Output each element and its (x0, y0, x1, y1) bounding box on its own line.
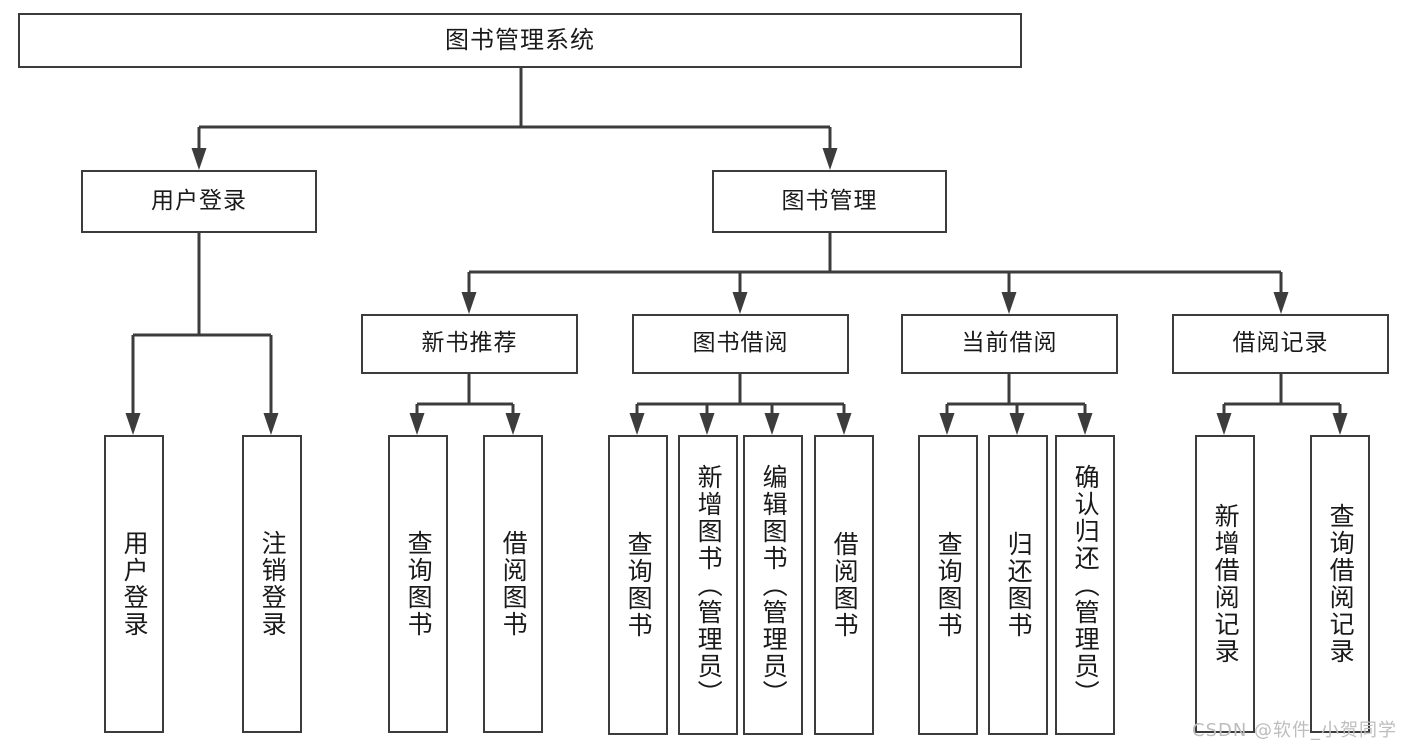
node-label-newbook: 新书推荐 (421, 330, 518, 357)
node-label-leaf-query-book-1: 查询图书 (404, 530, 434, 638)
node-label-leaf-add-book: 新增图书（管理员） (694, 463, 724, 707)
arrow-to-records-head (1273, 292, 1289, 314)
arrow-to-query-book-2-head (629, 413, 645, 435)
arrow-to-edit-book-head (764, 413, 780, 435)
node-label-leaf-confirm-return: 确认归还（管理员） (1071, 463, 1101, 707)
arrow-to-query-book-3-head (939, 413, 955, 435)
node-leaf-query-book-2[interactable]: 查询图书 (608, 435, 668, 735)
node-leaf-user-login[interactable]: 用户登录 (104, 435, 164, 733)
node-label-root: 图书管理系统 (445, 26, 595, 55)
node-label-login: 用户登录 (151, 187, 247, 214)
node-leaf-borrow-book-1[interactable]: 借阅图书 (483, 435, 543, 733)
node-leaf-confirm-return[interactable]: 确认归还（管理员） (1055, 435, 1115, 735)
node-records[interactable]: 借阅记录 (1172, 314, 1389, 374)
node-current[interactable]: 当前借阅 (901, 314, 1118, 374)
arrow-to-borrow-head (732, 292, 748, 314)
arrow-to-borrow-book-2-head (836, 413, 852, 435)
node-leaf-query-book-3[interactable]: 查询图书 (918, 435, 978, 735)
arrow-to-newbook-head (461, 292, 477, 314)
node-login[interactable]: 用户登录 (81, 170, 317, 233)
node-leaf-borrow-book-2[interactable]: 借阅图书 (814, 435, 874, 735)
node-label-borrow: 图书借阅 (692, 330, 789, 357)
node-label-leaf-add-record: 新增借阅记录 (1211, 503, 1241, 665)
arrow-to-return-book-head (1009, 413, 1025, 435)
arrow-to-login-head (191, 148, 207, 170)
arrow-to-current-head (1001, 292, 1017, 314)
node-label-leaf-logout: 注销登录 (258, 530, 288, 638)
node-label-leaf-borrow-book-1: 借阅图书 (499, 530, 529, 638)
node-label-leaf-edit-book: 编辑图书（管理员） (759, 463, 789, 707)
node-root[interactable]: 图书管理系统 (18, 13, 1022, 68)
node-label-leaf-query-record: 查询借阅记录 (1326, 503, 1356, 665)
arrow-to-add-record-head (1216, 413, 1232, 435)
node-label-leaf-user-login: 用户登录 (120, 530, 150, 638)
node-leaf-add-book[interactable]: 新增图书（管理员） (678, 435, 738, 735)
arrow-to-borrow-book-1-head (505, 413, 521, 435)
node-leaf-edit-book[interactable]: 编辑图书（管理员） (743, 435, 803, 735)
node-leaf-logout[interactable]: 注销登录 (242, 435, 302, 733)
node-leaf-query-record[interactable]: 查询借阅记录 (1310, 435, 1370, 733)
arrow-to-query-book-1-head (409, 413, 425, 435)
arrow-to-query-record-head (1332, 413, 1348, 435)
node-newbook[interactable]: 新书推荐 (361, 314, 578, 374)
node-leaf-return-book[interactable]: 归还图书 (988, 435, 1048, 735)
node-leaf-query-book-1[interactable]: 查询图书 (388, 435, 448, 733)
node-label-current: 当前借阅 (961, 330, 1058, 357)
node-bookmgmt[interactable]: 图书管理 (712, 170, 947, 233)
node-label-leaf-query-book-3: 查询图书 (934, 531, 964, 639)
node-borrow[interactable]: 图书借阅 (632, 314, 849, 374)
node-label-leaf-borrow-book-2: 借阅图书 (830, 531, 860, 639)
node-label-leaf-query-book-2: 查询图书 (624, 531, 654, 639)
arrow-to-user-login-head (125, 413, 141, 435)
arrow-to-add-book-head (699, 413, 715, 435)
arrow-to-bookmgmt-head (822, 148, 838, 170)
arrow-to-logout-head (263, 413, 279, 435)
arrow-to-confirm-return-head (1077, 413, 1093, 435)
node-label-bookmgmt: 图书管理 (781, 187, 878, 214)
node-label-leaf-return-book: 归还图书 (1004, 531, 1034, 639)
node-leaf-add-record[interactable]: 新增借阅记录 (1195, 435, 1255, 733)
node-label-records: 借阅记录 (1232, 330, 1329, 357)
